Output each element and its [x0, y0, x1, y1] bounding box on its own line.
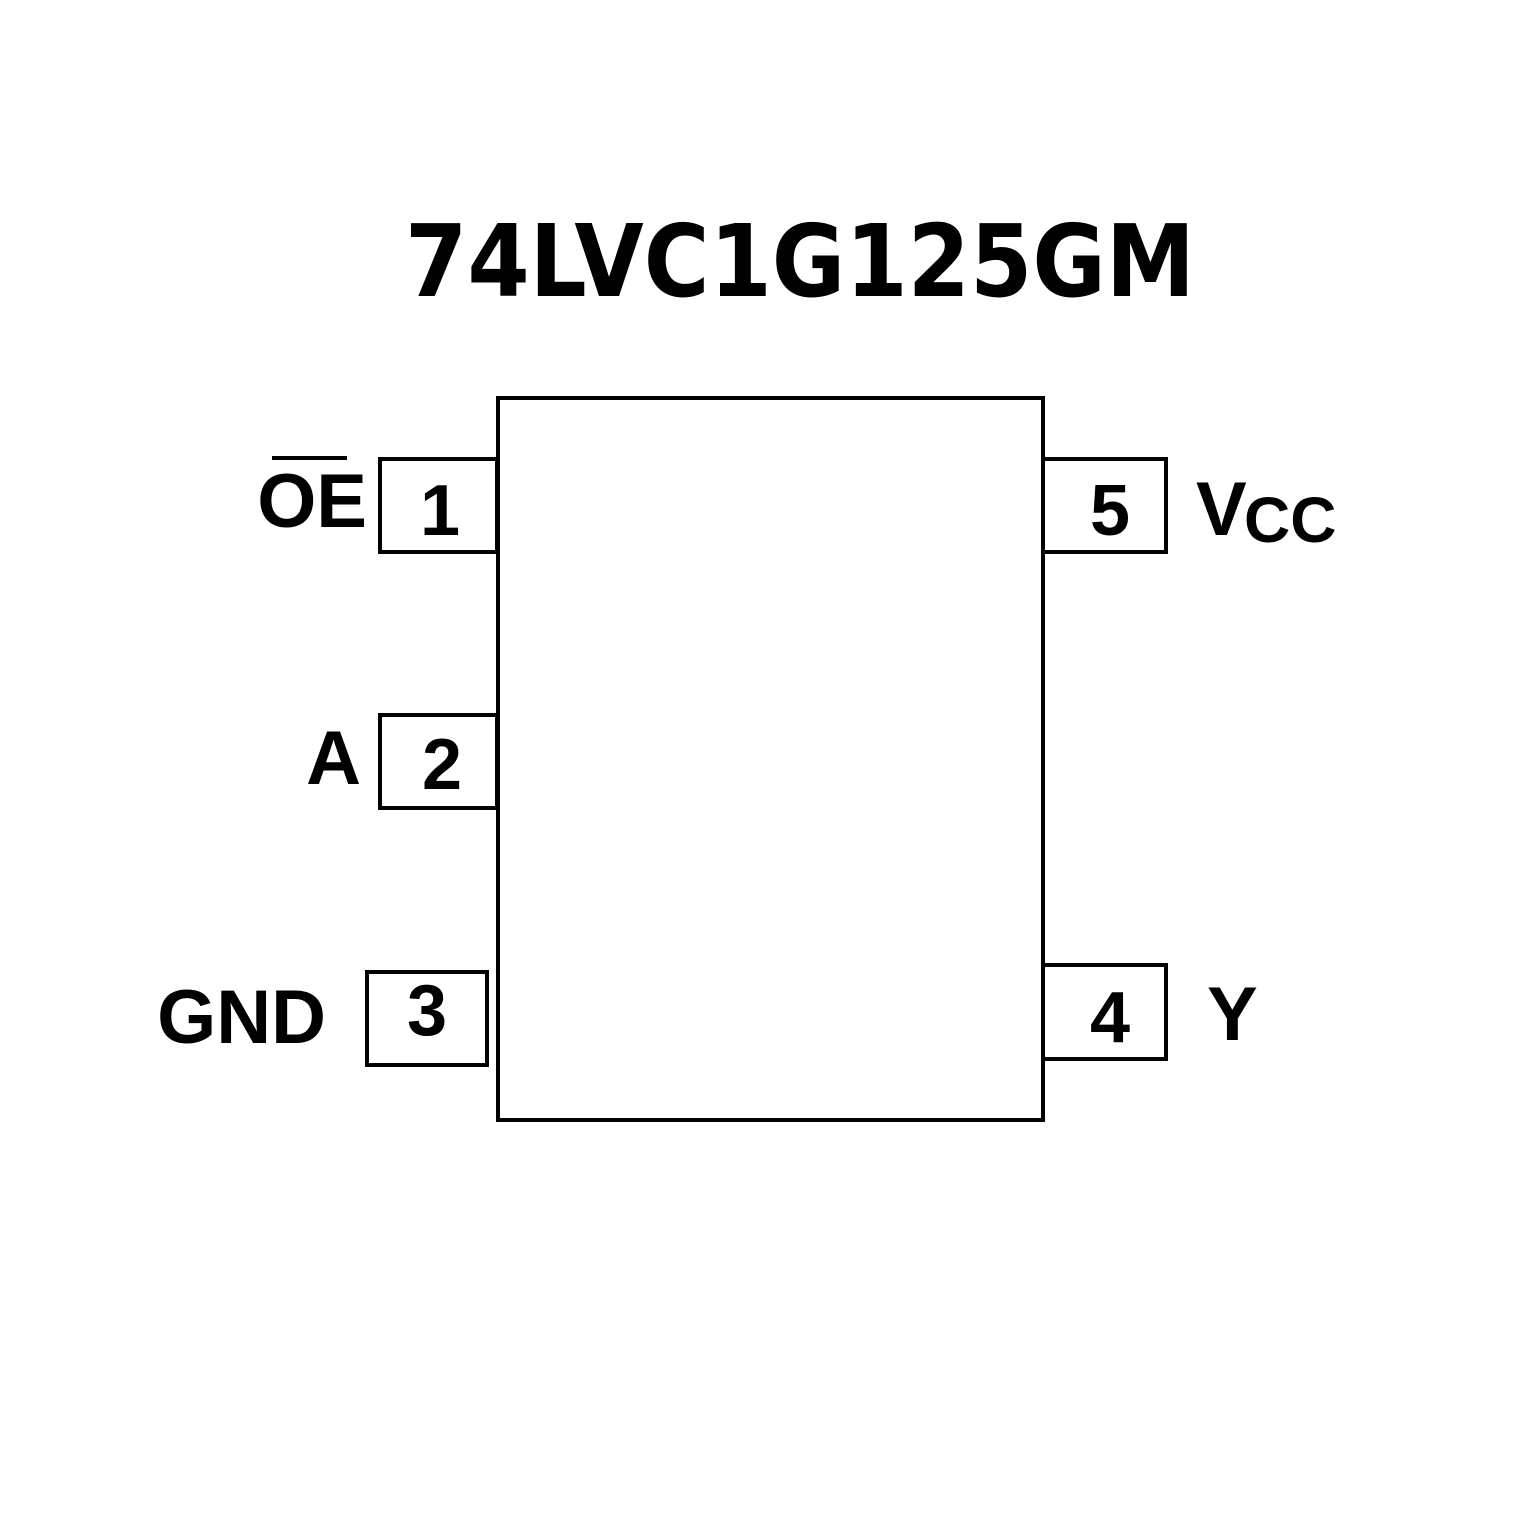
pin-4-pad: [1041, 963, 1168, 1061]
pin-4-number: 4: [1090, 978, 1130, 1058]
pin-5-label-main: V: [1196, 467, 1247, 552]
pin-4: 4 Y: [1041, 963, 1258, 1061]
pin-2-pad: [378, 713, 499, 810]
pin-3: 3 GND: [157, 970, 489, 1067]
pin-1: 1 OE: [257, 456, 499, 554]
ic-body: [496, 396, 1045, 1122]
pin-3-pad: [365, 970, 489, 1067]
pin-3-number: 3: [407, 971, 447, 1051]
pin-5: 5 V CC: [1041, 457, 1336, 556]
pin-4-label: Y: [1207, 972, 1258, 1057]
pin-2-number: 2: [422, 725, 462, 805]
pin-1-label: OE: [257, 459, 367, 544]
pin-2: 2 A: [306, 713, 499, 810]
pin-5-pad: [1041, 457, 1168, 554]
pin-3-label: GND: [157, 975, 326, 1060]
pin-5-label-sub: CC: [1244, 484, 1336, 556]
pin-5-number: 5: [1090, 471, 1130, 551]
pin-1-number: 1: [420, 471, 460, 551]
part-number-title: 74LVC1G125GM: [405, 203, 1195, 320]
pin-1-pad: [378, 457, 499, 554]
pin-2-label: A: [306, 716, 361, 801]
